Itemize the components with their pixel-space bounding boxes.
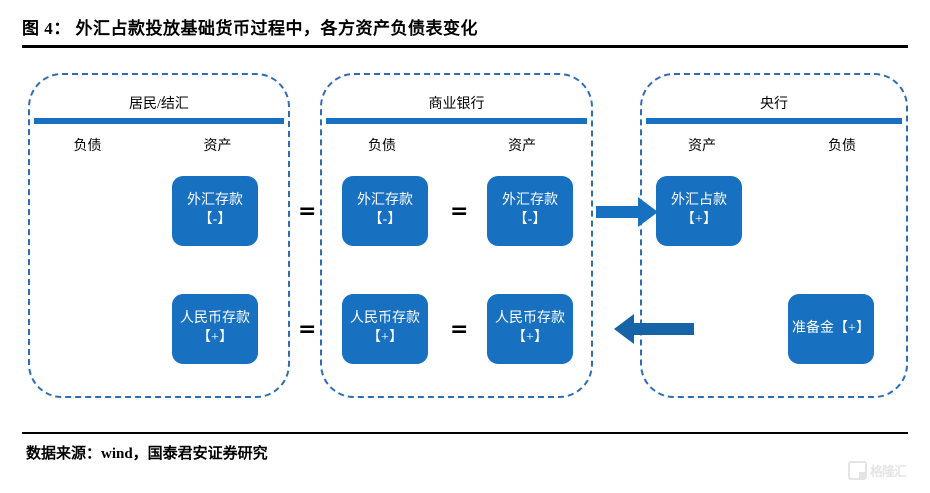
arrow-central-to-bank-left-icon — [614, 314, 694, 344]
equals-bank-liability-asset-top: = — [450, 199, 469, 224]
column-header-asset-commercial-bank: 资产 — [508, 139, 536, 154]
watermark-text: 格隆汇 — [870, 465, 907, 480]
panel-title-resident: 居民/结汇 — [129, 97, 189, 112]
title-divider — [22, 45, 908, 48]
panel-title-commercial-bank: 商业银行 — [428, 97, 485, 112]
watermark: 格隆汇 — [848, 461, 907, 480]
panel-commercial-bank: 商业银行 负债 资产 — [320, 73, 593, 398]
arrow-bank-to-central-right-icon — [596, 197, 658, 227]
figure-title: 图 4： 外汇占款投放基础货币过程中，各方资产负债表变化 — [22, 19, 478, 38]
panel-rule-central-bank — [646, 118, 902, 124]
equals-bank-liability-asset-bottom: = — [450, 317, 469, 342]
panel-central-bank: 央行 资产 负债 — [640, 73, 908, 398]
item-reserves-plus-central-liability[interactable]: 准备金【+】 — [788, 294, 874, 364]
panel-resident: 居民/结汇 负债 资产 — [28, 73, 290, 398]
panel-title-central-bank: 央行 — [760, 97, 788, 112]
item-rmb-deposit-plus-bank-asset[interactable]: 人民币存款【+】 — [487, 294, 573, 364]
equals-resident-to-bank-top: = — [298, 199, 317, 224]
column-header-asset-central-bank: 资产 — [688, 139, 716, 154]
column-header-liability-commercial-bank: 负债 — [368, 139, 396, 154]
source-note: 数据来源：wind，国泰君安证券研究 — [26, 446, 268, 462]
item-fx-deposit-minus-bank-liability[interactable]: 外汇存款【-】 — [342, 176, 428, 246]
item-fx-deposit-minus-resident-asset[interactable]: 外汇存款【-】 — [172, 176, 258, 246]
item-rmb-deposit-plus-resident-asset[interactable]: 人民币存款【+】 — [172, 294, 258, 364]
watermark-logo-icon — [848, 461, 867, 480]
item-rmb-deposit-plus-bank-liability[interactable]: 人民币存款【+】 — [342, 294, 428, 364]
item-fx-position-plus-central-asset[interactable]: 外汇占款【+】 — [656, 176, 742, 246]
column-header-liability-resident: 负债 — [73, 139, 102, 154]
item-fx-deposit-minus-bank-asset[interactable]: 外汇存款【-】 — [487, 176, 573, 246]
panel-rule-commercial-bank — [326, 118, 587, 124]
panel-rule-resident — [34, 118, 284, 124]
column-header-liability-central-bank: 负债 — [828, 139, 856, 154]
equals-resident-to-bank-bottom: = — [298, 317, 317, 342]
column-header-asset-resident: 资产 — [203, 139, 232, 154]
footer-divider — [22, 432, 908, 434]
